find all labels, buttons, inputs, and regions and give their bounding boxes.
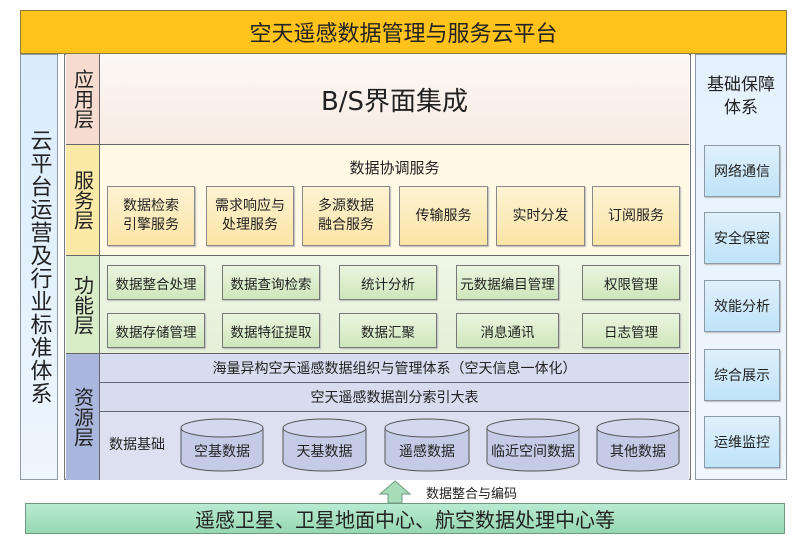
application-layer-label: 应用层 bbox=[66, 54, 100, 145]
support-item: 安全保密 bbox=[704, 212, 780, 264]
data-sources-bar: 遥感卫星、卫星地面中心、航空数据处理中心等 bbox=[25, 503, 785, 534]
database-cylinder: 天基数据 bbox=[282, 418, 367, 472]
function-item: 元数据编目管理 bbox=[456, 265, 559, 300]
database-cylinder: 遥感数据 bbox=[384, 418, 470, 472]
database-cylinder: 临近空间数据 bbox=[486, 418, 580, 472]
function-item: 权限管理 bbox=[582, 265, 680, 300]
infrastructure-title: 基础保障 体系 bbox=[707, 75, 775, 118]
function-item: 日志管理 bbox=[582, 313, 680, 348]
service-header: 数据协调服务 bbox=[349, 158, 440, 177]
support-item: 效能分析 bbox=[704, 280, 780, 332]
data-integration-label: 数据整合与编码 bbox=[426, 486, 518, 502]
resource-layer-label: 资源层 bbox=[66, 354, 100, 480]
service-layer-label: 服务层 bbox=[66, 145, 100, 256]
service-item: 订阅服务 bbox=[592, 186, 680, 246]
bs-interface-integration: B/S界面集成 bbox=[100, 54, 689, 145]
service-item: 数据检索 引擎服务 bbox=[107, 186, 195, 246]
platform-title: 空天遥感数据管理与服务云平台 bbox=[20, 10, 787, 54]
data-index-table: 空天遥感数据剖分索引大表 bbox=[100, 383, 689, 412]
function-item: 消息通讯 bbox=[456, 313, 559, 348]
data-organization-system: 海量异构空天遥感数据组织与管理体系（空天信息一体化） bbox=[100, 354, 689, 383]
service-item: 需求响应与 处理服务 bbox=[206, 186, 294, 246]
support-item: 网络通信 bbox=[704, 145, 780, 197]
database-cylinder: 空基数据 bbox=[180, 418, 264, 472]
database-cylinder: 其他数据 bbox=[596, 418, 680, 472]
service-item: 多源数据 融合服务 bbox=[302, 186, 390, 246]
service-item: 实时分发 bbox=[496, 186, 585, 246]
operations-standards-column: 云平台运营及行业标准体系 bbox=[20, 54, 58, 480]
support-item: 运维监控 bbox=[704, 416, 780, 468]
function-item: 统计分析 bbox=[339, 265, 437, 300]
support-item: 综合展示 bbox=[704, 349, 780, 401]
data-foundation-label: 数据基础 bbox=[109, 437, 165, 453]
function-item: 数据汇聚 bbox=[339, 313, 437, 348]
function-item: 数据整合处理 bbox=[107, 265, 205, 300]
function-item: 数据查询检索 bbox=[222, 265, 320, 300]
infrastructure-support-column bbox=[695, 54, 787, 480]
function-item: 数据存储管理 bbox=[107, 313, 205, 348]
function-layer-label: 功能层 bbox=[66, 256, 100, 354]
service-item: 传输服务 bbox=[399, 186, 488, 246]
function-item: 数据特征提取 bbox=[222, 313, 320, 348]
service-layer bbox=[100, 145, 689, 256]
up-arrow-icon bbox=[378, 480, 412, 504]
